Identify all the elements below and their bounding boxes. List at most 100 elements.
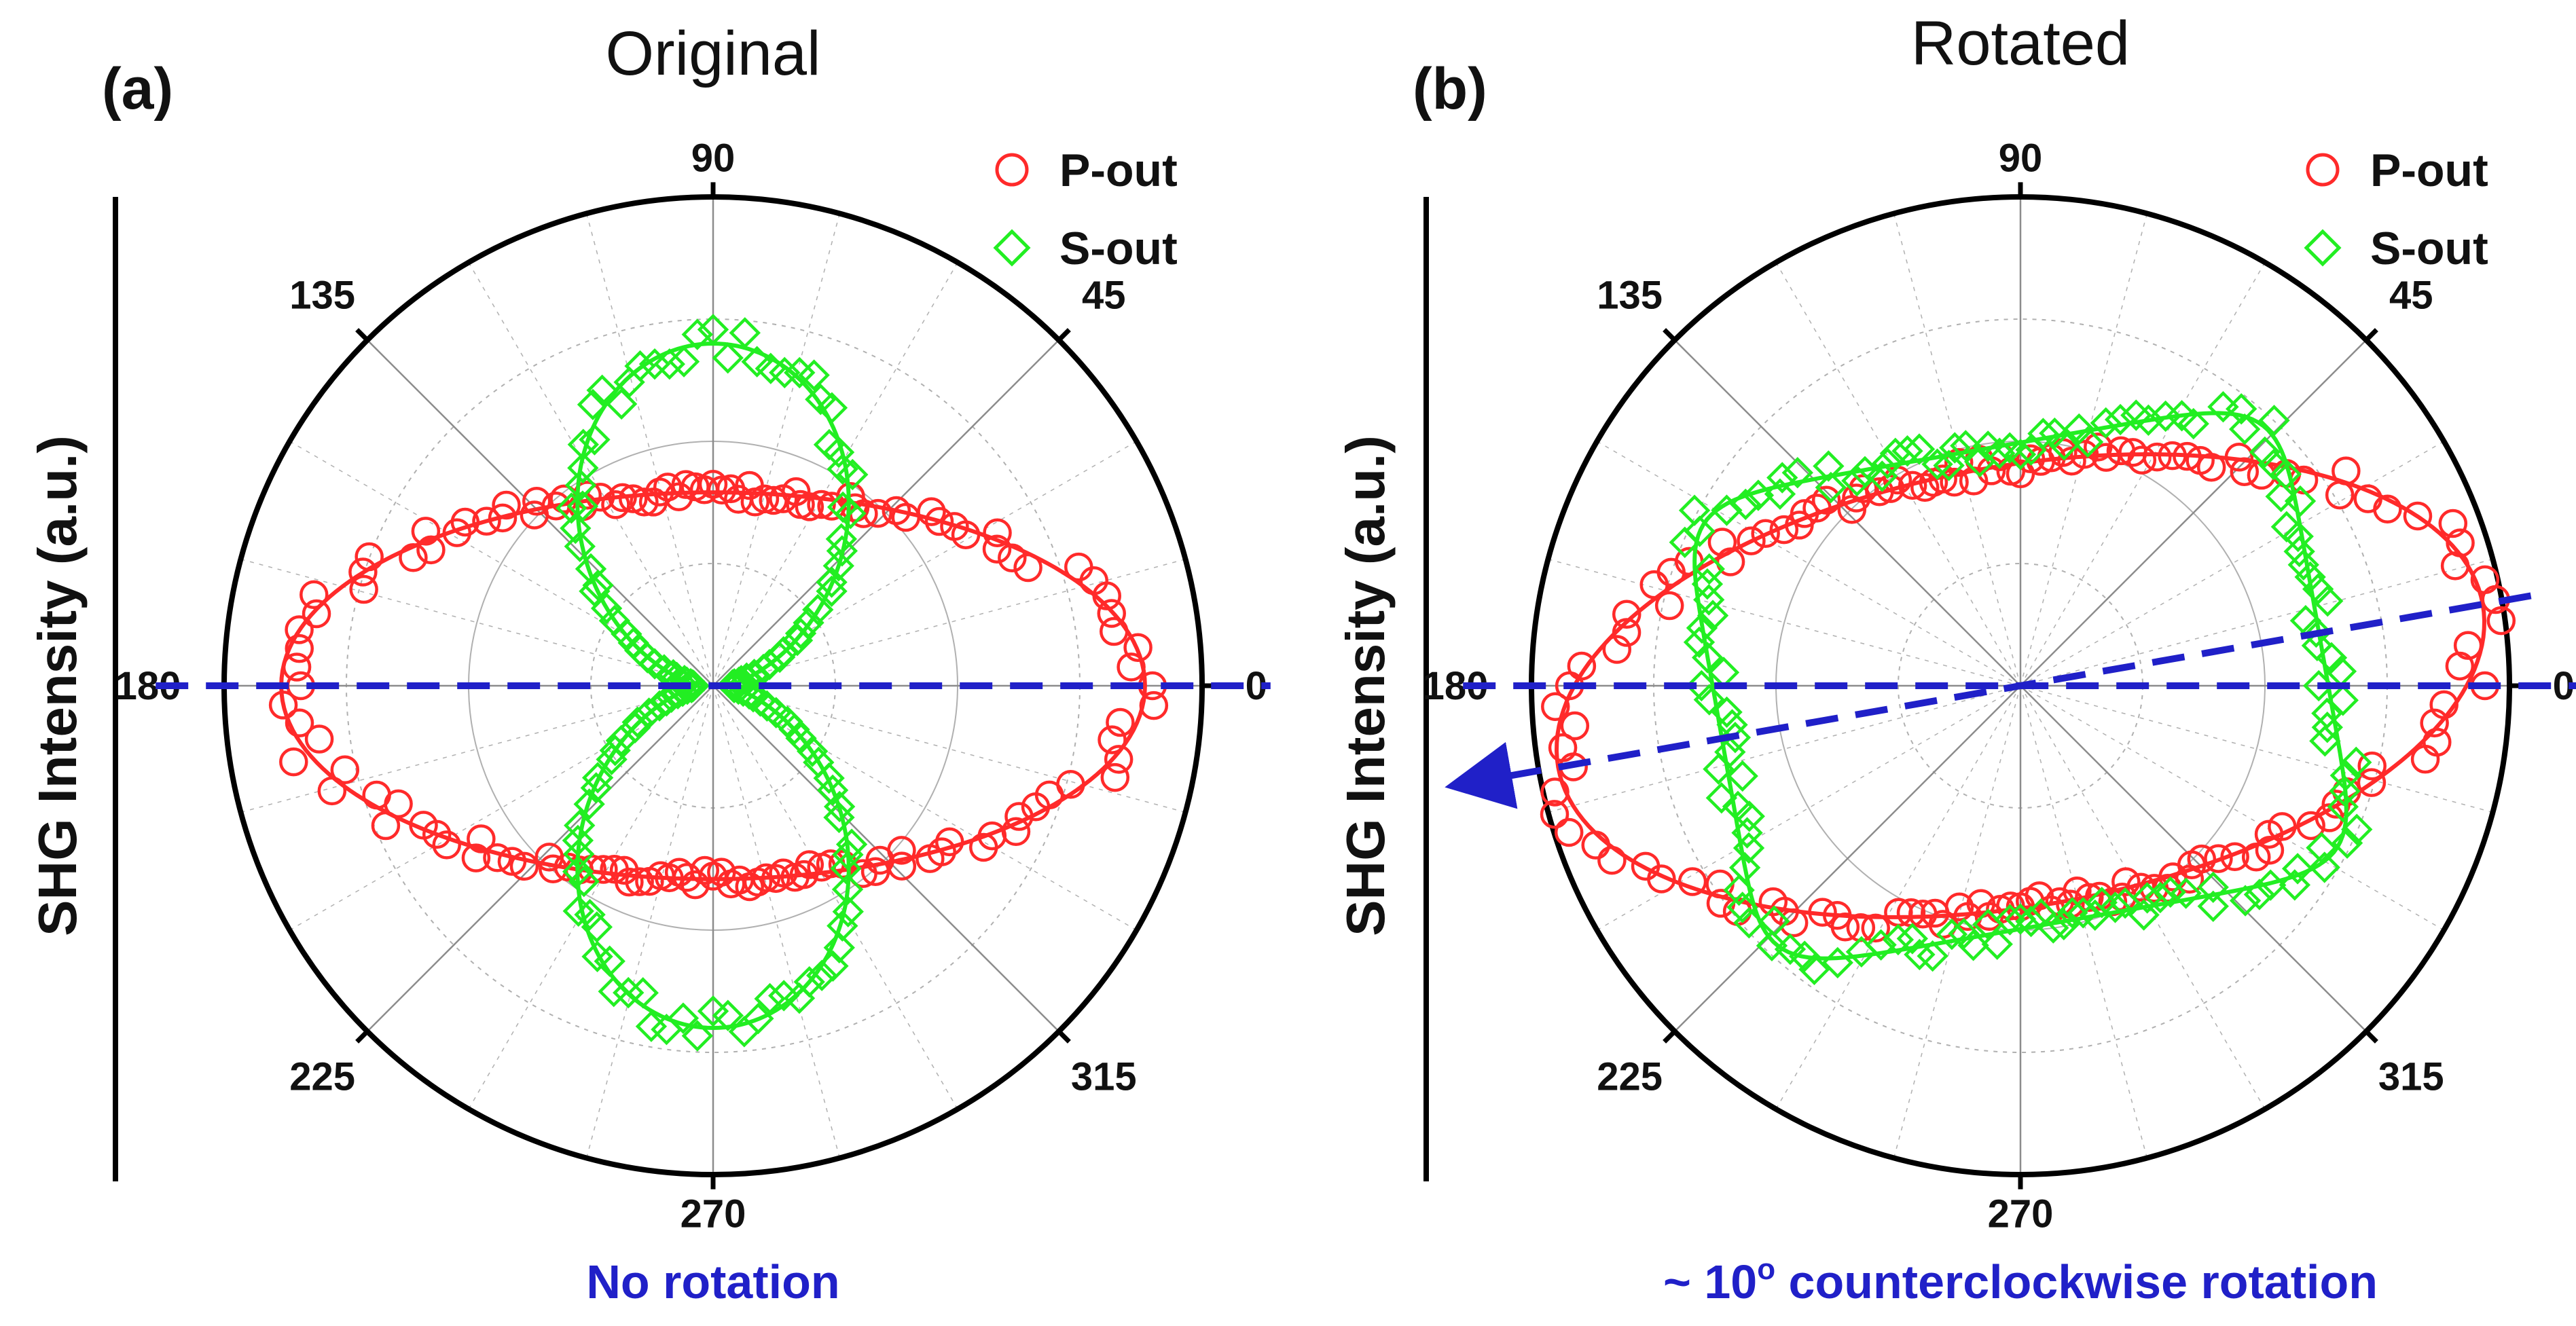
series-p-out-point [998, 543, 1027, 573]
series-s-out-point [827, 491, 859, 523]
angle-tick-label-135: 135 [289, 274, 355, 318]
series-s-out-point [586, 374, 618, 406]
series-s-out-point [1896, 923, 1929, 955]
series-p-out-point [2325, 480, 2355, 510]
legend-s-out-marker [993, 229, 1031, 267]
series-s-out-point [562, 855, 594, 887]
series-s-out-point [582, 569, 614, 602]
series-s-out-point [1813, 450, 1845, 482]
panel-a-ylabel: SHG Intensity (a.u.) [27, 435, 88, 936]
series-s-out-point [769, 356, 801, 388]
series-p-out-point [2353, 484, 2382, 513]
series-s-out-point [817, 950, 849, 982]
series-p-out-point [619, 484, 648, 513]
series-s-out-point [2265, 481, 2297, 513]
series-p-out-point [384, 789, 413, 819]
series-p-out-point [488, 503, 518, 533]
series-p-out-point [608, 483, 637, 513]
series-p-out-point [1104, 745, 1133, 774]
series-p-out-point [285, 708, 314, 738]
series-s-out-point [1711, 696, 1743, 729]
series-p-out-point [740, 487, 770, 517]
panel-b-caption-sup: o [1757, 1253, 1775, 1286]
series-p-out-point [422, 819, 452, 849]
series-s-out-point [562, 895, 594, 927]
series-p-out-point [285, 615, 314, 644]
series-s-out-point [667, 1002, 700, 1034]
reference-line-rotated-arrow [1445, 592, 2532, 809]
series-p-out-point [522, 487, 551, 516]
series-p-out-point [1785, 511, 1814, 540]
series-s-out-point [1872, 447, 1904, 479]
series-p-out-point [1910, 473, 1940, 502]
panel-a-letter: (a) [102, 56, 173, 122]
series-s-out-point [2037, 912, 2069, 944]
series-p-out-point [615, 867, 644, 897]
series-s-out-point [803, 746, 835, 779]
series-p-out-point [1097, 725, 1127, 754]
angle-tick-label-45: 45 [2389, 274, 2433, 318]
series-s-out-point [2197, 871, 2229, 903]
series-s-out-point [1984, 437, 2016, 469]
series-s-out-point [590, 592, 623, 625]
series-s-out-point [754, 982, 786, 1015]
series-p-out-point [2445, 651, 2475, 681]
polar-tick [355, 328, 369, 342]
panel-a-title: Original [605, 19, 820, 88]
series-s-out-point [2312, 585, 2344, 617]
series-s-out-point [831, 873, 864, 906]
series-s-out-point [2270, 458, 2302, 490]
series-s-out-point [802, 593, 834, 626]
panel-a: (a) Original SHG Intensity (a.u.) 045901… [27, 19, 1271, 1308]
series-s-out-point [832, 896, 864, 927]
series-p-out-point [927, 837, 956, 866]
series-s-out-point [2327, 791, 2359, 823]
series-s-out-point [2048, 429, 2080, 461]
series-s-out-point [1683, 626, 1716, 659]
series-s-out-point [2341, 813, 2373, 845]
series-s-out-point [564, 809, 596, 841]
series-s-out-point [784, 356, 816, 389]
series-s-out-point [2063, 413, 2095, 445]
series-p-out-point [2075, 883, 2104, 913]
series-s-out-point [1705, 782, 1738, 814]
series-s-out-point [2311, 712, 2343, 743]
legend-label-s-out: S-out [1059, 223, 1178, 274]
series-s-out-point [1693, 684, 1726, 716]
angle-tick-label-225: 225 [1597, 1054, 1663, 1099]
series-s-out-point [717, 671, 749, 703]
series-s-out-point [729, 317, 761, 349]
series-s-out-point [2284, 485, 2317, 517]
series-s-out-point [2331, 827, 2363, 859]
series-p-out-point [1001, 817, 1031, 847]
series-p-out-point [302, 599, 331, 629]
series-s-out-point [1948, 917, 1980, 950]
series-s-out-point [581, 911, 613, 943]
series-s-out-point [1815, 471, 1847, 504]
series-p-out-point [681, 870, 710, 900]
series-p-out-point [483, 843, 512, 872]
legend-s-out-marker [2304, 229, 2342, 267]
series-s-out-point [564, 530, 596, 562]
angle-tick-label-270: 270 [1988, 1192, 2054, 1236]
series-s-out-point [2308, 851, 2340, 883]
series-s-out-point [1963, 445, 1996, 478]
series-p-out-point [982, 534, 1012, 564]
series-s-out-point [1686, 669, 1718, 702]
polar-tick [1663, 328, 1677, 342]
series-s-out-point [784, 617, 817, 650]
series-s-out-point [1711, 494, 1743, 526]
series-p-out-point [285, 633, 314, 663]
series-p-out-point [330, 755, 360, 785]
series-s-out-point [835, 498, 867, 530]
series-s-out-point [2056, 897, 2088, 929]
series-s-out-point [2255, 869, 2287, 901]
angle-tick-label-270: 270 [681, 1192, 746, 1236]
series-s-out-point [598, 976, 630, 1008]
series-p-out-point [1830, 912, 1860, 942]
series-s-out-point [1936, 918, 1968, 951]
series-p-out-point [2296, 811, 2325, 841]
series-p-out-point [282, 652, 312, 682]
